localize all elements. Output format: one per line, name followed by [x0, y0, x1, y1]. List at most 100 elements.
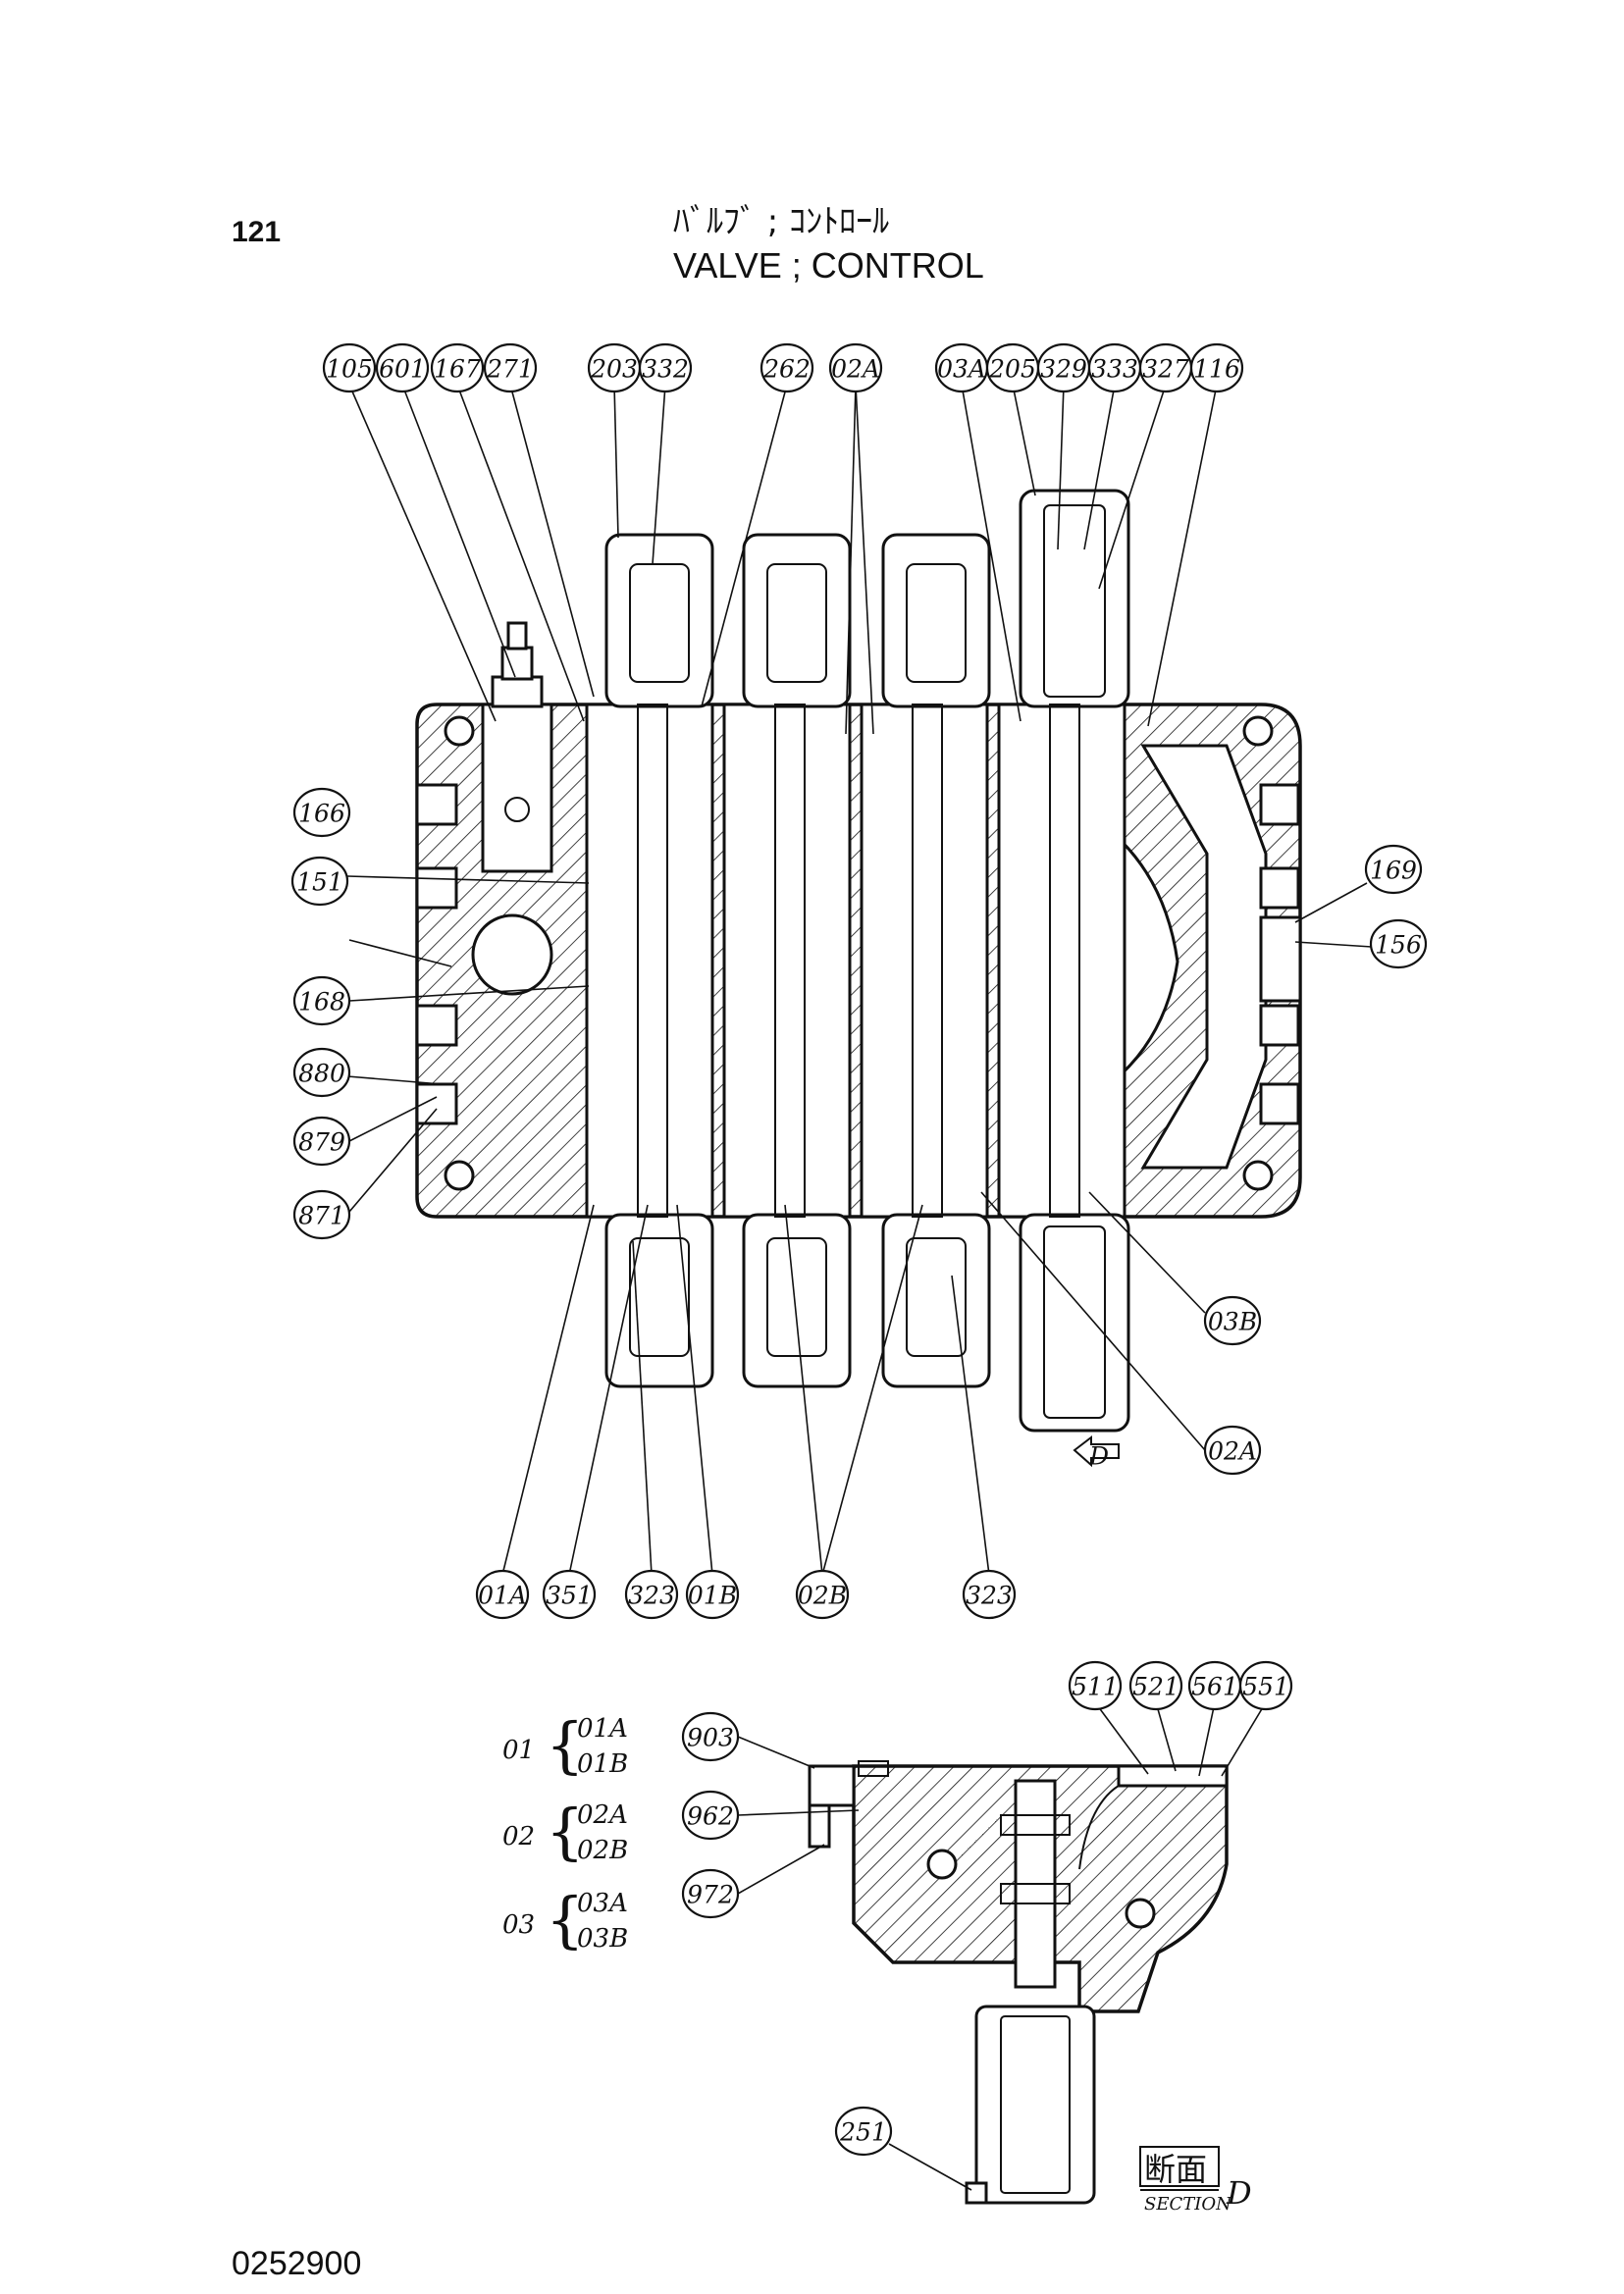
callout: 166 — [292, 787, 351, 838]
svg-text:203: 203 — [590, 355, 638, 384]
callout: 03B — [1203, 1295, 1262, 1346]
svg-text:01A: 01A — [478, 1582, 527, 1610]
svg-text:02A: 02A — [1208, 1437, 1257, 1466]
title-english: VALVE ; CONTROL — [673, 245, 984, 286]
svg-text:323: 323 — [628, 1582, 675, 1610]
callouts-top: 105 601 167 271 203 332 262 02A 03A 205 … — [322, 342, 1244, 393]
part-group-legend: 01 { 01A 01B 02 { 02A 02B 03 { 03A 03B — [502, 1709, 628, 1955]
legend-group-02: 02 { 02A 02B — [502, 1796, 628, 1867]
svg-text:03A: 03A — [577, 1889, 628, 1918]
callout: 871 — [292, 1189, 351, 1240]
svg-text:333: 333 — [1091, 355, 1138, 384]
callout: 271 — [483, 342, 538, 393]
section-label: 断面 SECTION D — [1139, 2146, 1252, 2215]
svg-text:{: { — [546, 1709, 584, 1781]
callout: 01B — [685, 1569, 740, 1620]
callout: 333 — [1087, 342, 1142, 393]
svg-text:327: 327 — [1142, 355, 1189, 384]
callout: 116 — [1189, 342, 1244, 393]
svg-text:02B: 02B — [577, 1836, 628, 1865]
svg-text:03: 03 — [502, 1910, 535, 1940]
callouts-left: 166 151 168 880 879 871 — [290, 787, 351, 1240]
svg-text:01B: 01B — [688, 1582, 737, 1610]
callout: 561 — [1187, 1660, 1242, 1711]
callout: 262 — [760, 342, 814, 393]
section-d-view — [808, 1760, 1229, 2205]
svg-text:561: 561 — [1191, 1673, 1238, 1701]
callout: 02A — [828, 342, 883, 393]
svg-text:880: 880 — [298, 1060, 345, 1088]
callout: 251 — [834, 2106, 893, 2157]
callout: 156 — [1369, 918, 1428, 969]
callout: 02A — [1203, 1425, 1262, 1476]
callout: 879 — [292, 1116, 351, 1167]
svg-text:251: 251 — [839, 2118, 887, 2147]
svg-text:02A: 02A — [577, 1800, 628, 1830]
callout: 332 — [638, 342, 693, 393]
svg-text:02: 02 — [502, 1822, 535, 1851]
svg-text:01: 01 — [502, 1736, 535, 1765]
callout: 323 — [624, 1569, 679, 1620]
callouts-right: 169 156 03B 02A — [1203, 844, 1428, 1476]
svg-text:03A: 03A — [937, 355, 986, 384]
section-label-letter: D — [1226, 2174, 1252, 2212]
callout: 351 — [542, 1569, 597, 1620]
svg-text:03B: 03B — [1208, 1308, 1257, 1336]
svg-text:329: 329 — [1040, 355, 1087, 384]
svg-text:962: 962 — [687, 1802, 734, 1831]
page-number: 121 — [232, 216, 282, 248]
svg-text:02B: 02B — [798, 1582, 847, 1610]
callout: 329 — [1036, 342, 1091, 393]
callout: 601 — [375, 342, 430, 393]
svg-text:351: 351 — [546, 1582, 593, 1610]
svg-text:01A: 01A — [577, 1714, 628, 1744]
legend-group-03: 03 { 03A 03B — [502, 1884, 628, 1955]
svg-text:879: 879 — [298, 1128, 345, 1157]
svg-text:205: 205 — [988, 355, 1036, 384]
spool-section-2 — [722, 533, 852, 1388]
callout: 02B — [795, 1569, 850, 1620]
valve-body — [415, 489, 1302, 1433]
svg-text:01B: 01B — [577, 1749, 628, 1779]
callout: 169 — [1364, 844, 1423, 895]
document-code: 0252900 — [232, 2245, 362, 2282]
svg-text:551: 551 — [1242, 1673, 1289, 1701]
callout: 151 — [290, 856, 349, 907]
callout: 323 — [962, 1569, 1017, 1620]
callout: 01A — [475, 1569, 530, 1620]
view-arrow-label: D — [1088, 1442, 1109, 1471]
svg-text:972: 972 — [687, 1881, 734, 1909]
callout: 168 — [292, 975, 351, 1026]
svg-text:511: 511 — [1072, 1673, 1119, 1701]
svg-text:169: 169 — [1370, 857, 1417, 885]
callouts-section: 511 521 561 551 903 962 972 251 — [681, 1660, 1293, 2157]
section-label-en: SECTION — [1144, 2194, 1232, 2215]
svg-text:168: 168 — [298, 988, 345, 1017]
svg-text:332: 332 — [642, 355, 689, 384]
svg-text:02A: 02A — [831, 355, 880, 384]
svg-text:262: 262 — [762, 355, 811, 384]
callout: 521 — [1128, 1660, 1183, 1711]
svg-text:116: 116 — [1193, 355, 1240, 384]
callout: 203 — [587, 342, 642, 393]
title-japanese: ﾊﾞﾙﾌﾞ ; ｺﾝﾄﾛｰﾙ — [673, 202, 890, 241]
svg-text:{: { — [546, 1796, 584, 1867]
callout: 962 — [681, 1790, 740, 1841]
spool-section-3 — [860, 533, 991, 1388]
callout: 880 — [292, 1047, 351, 1098]
callout: 327 — [1138, 342, 1193, 393]
callouts-bottom: 01A 351 323 01B 02B 323 — [475, 1569, 1017, 1620]
svg-text:601: 601 — [379, 355, 426, 384]
svg-text:105: 105 — [326, 355, 373, 384]
svg-text:521: 521 — [1132, 1673, 1179, 1701]
leader-lines — [346, 384, 1373, 1576]
svg-text:156: 156 — [1375, 931, 1422, 960]
callout: 551 — [1238, 1660, 1293, 1711]
section-leader-lines — [737, 1701, 1267, 2191]
spool-section-1 — [585, 533, 714, 1388]
svg-text:323: 323 — [966, 1582, 1013, 1610]
callout: 105 — [322, 342, 377, 393]
svg-text:871: 871 — [298, 1202, 345, 1230]
view-arrow-d: D — [1073, 1434, 1120, 1471]
